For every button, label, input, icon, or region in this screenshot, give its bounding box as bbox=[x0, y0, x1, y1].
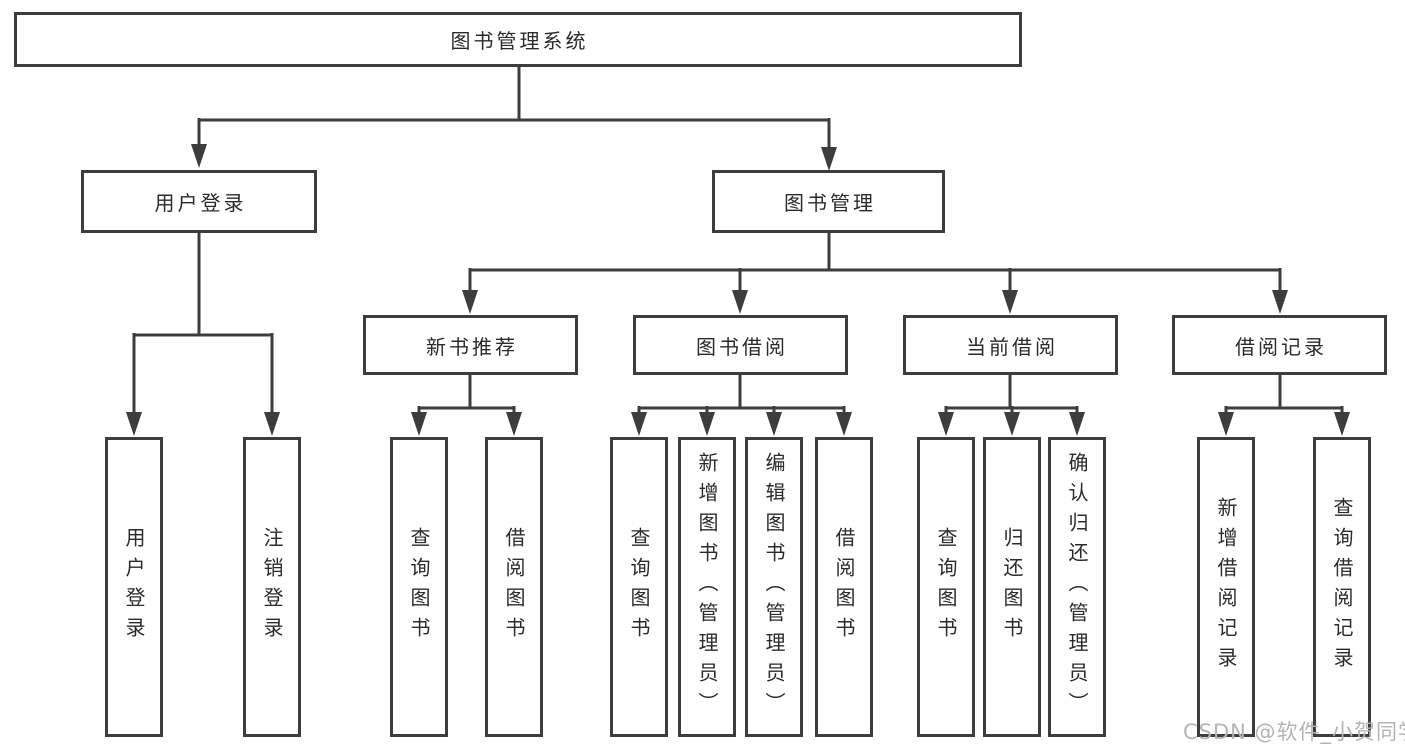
leaf-query-books-borrow-label: 查询图书 bbox=[627, 527, 651, 647]
connector-root-stem bbox=[199, 67, 829, 122]
leaf-add-books-admin-label: 新增图书（管理员） bbox=[695, 452, 719, 722]
node-new-book-recommend-label: 新书推荐 bbox=[426, 334, 518, 359]
node-user-login-label: 用户登录 bbox=[154, 191, 247, 215]
leaf-edit-books-admin-label: 编辑图书（管理员） bbox=[762, 452, 786, 722]
leaf-edit-books-admin: 编辑图书（管理员） bbox=[745, 437, 803, 737]
connector-userlogin-group bbox=[134, 231, 272, 337]
connector-records-group bbox=[1226, 373, 1342, 410]
node-new-book-recommend: 新书推荐 bbox=[363, 315, 578, 375]
node-borrow-records: 借阅记录 bbox=[1172, 315, 1387, 375]
node-user-login: 用户登录 bbox=[81, 170, 317, 233]
leaf-user-login-label: 用户登录 bbox=[122, 527, 146, 647]
csdn-watermark: CSDN @软件_小贺同学 bbox=[1183, 720, 1405, 744]
leaf-query-books-recommend: 查询图书 bbox=[390, 437, 448, 737]
leaf-confirm-return-admin-label: 确认归还（管理员） bbox=[1065, 452, 1089, 722]
leaf-query-borrow-record: 查询借阅记录 bbox=[1313, 437, 1371, 737]
leaf-return-books-label: 归还图书 bbox=[1000, 527, 1024, 647]
node-current-borrow: 当前借阅 bbox=[903, 315, 1118, 375]
connector-bookmgmt-group bbox=[470, 231, 1280, 272]
node-current-borrow-label: 当前借阅 bbox=[966, 334, 1058, 359]
arrow-shafts bbox=[132, 118, 1344, 414]
leaf-logout-label: 注销登录 bbox=[260, 527, 284, 647]
leaf-add-borrow-record-label: 新增借阅记录 bbox=[1214, 497, 1238, 677]
node-book-management-label: 图书管理 bbox=[784, 191, 876, 215]
leaf-logout: 注销登录 bbox=[243, 437, 301, 737]
node-book-borrow: 图书借阅 bbox=[633, 315, 848, 375]
node-book-borrow-label: 图书借阅 bbox=[696, 334, 788, 359]
arrowheads bbox=[126, 144, 1350, 436]
connector-current-group bbox=[946, 373, 1077, 410]
leaf-query-borrow-record-label: 查询借阅记录 bbox=[1330, 497, 1354, 677]
leaf-user-login: 用户登录 bbox=[105, 437, 163, 737]
node-book-management: 图书管理 bbox=[712, 170, 945, 233]
leaf-return-books: 归还图书 bbox=[983, 437, 1041, 737]
leaf-borrow-books-recommend: 借阅图书 bbox=[485, 437, 543, 737]
leaf-borrow-books: 借阅图书 bbox=[815, 437, 873, 737]
leaf-add-books-admin: 新增图书（管理员） bbox=[678, 437, 736, 737]
leaf-query-books-current-label: 查询图书 bbox=[934, 527, 958, 647]
leaf-confirm-return-admin: 确认归还（管理员） bbox=[1048, 437, 1106, 737]
leaf-add-borrow-record: 新增借阅记录 bbox=[1197, 437, 1255, 737]
leaf-borrow-books-recommend-label: 借阅图书 bbox=[502, 527, 526, 647]
connector-recommend-group bbox=[419, 373, 514, 410]
leaf-query-books-current: 查询图书 bbox=[917, 437, 975, 737]
leaf-borrow-books-label: 借阅图书 bbox=[832, 527, 856, 647]
node-root-label: 图书管理系统 bbox=[450, 29, 589, 53]
node-borrow-records-label: 借阅记录 bbox=[1235, 334, 1327, 359]
leaf-query-books-recommend-label: 查询图书 bbox=[407, 527, 431, 647]
node-root: 图书管理系统 bbox=[14, 12, 1022, 67]
connector-borrow-group bbox=[639, 373, 844, 410]
leaf-query-books-borrow: 查询图书 bbox=[610, 437, 668, 737]
